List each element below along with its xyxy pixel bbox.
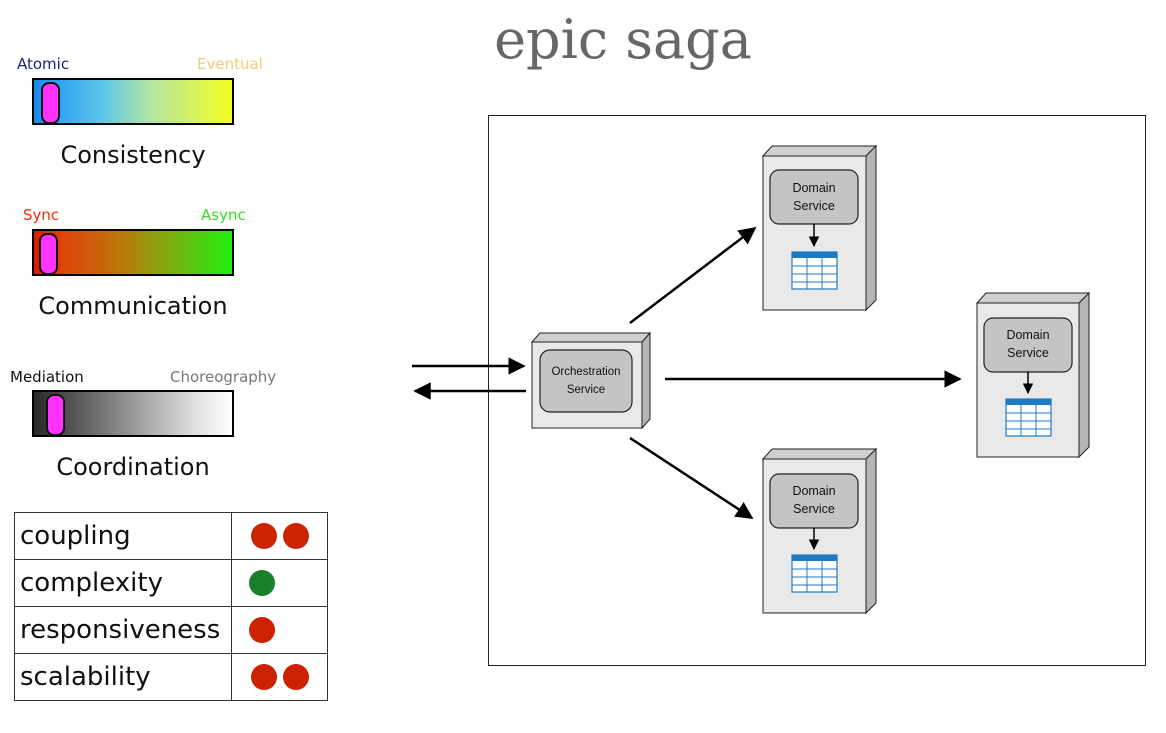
label-line: Domain: [792, 484, 836, 498]
red-dot-icon: [282, 523, 309, 549]
label-line: Service: [1007, 346, 1049, 360]
consistency-slider-thumb: [41, 82, 60, 124]
red-dot-icon: [250, 523, 277, 549]
metric-rating: [231, 606, 328, 654]
page-title: epic saga: [494, 8, 752, 71]
label-line: Service: [793, 502, 835, 516]
scale-left-label: Atomic: [17, 55, 70, 73]
domain-service-label-bottom: Domain Service: [770, 482, 858, 518]
database-table-icon: [1005, 398, 1052, 437]
scale-right-label: Choreography: [170, 368, 277, 386]
metric-rating: [231, 653, 328, 701]
red-dot-icon: [249, 617, 275, 643]
table-row: responsiveness: [14, 606, 328, 654]
coordination-gradient-bar: [32, 390, 234, 437]
metric-rating: [231, 559, 328, 607]
table-row: complexity: [14, 559, 328, 607]
coordination-slider-thumb: [46, 394, 65, 436]
metric-name: responsiveness: [14, 606, 232, 654]
label-line: Service: [566, 384, 606, 396]
arrow-to-service-top: [629, 226, 757, 324]
coordination-caption: Coordination: [56, 453, 210, 481]
arrow-to-service-bottom: [629, 436, 754, 520]
coordination-scale: Mediation Choreography Coordination: [10, 367, 310, 487]
communication-gradient-bar: [32, 229, 234, 276]
orchestration-server: [530, 331, 652, 430]
database-table-icon: [791, 554, 838, 593]
database-table-icon: [791, 251, 838, 290]
communication-caption: Communication: [38, 292, 228, 320]
metric-name: complexity: [14, 559, 232, 607]
table-row: scalability: [14, 653, 328, 701]
communication-slider-thumb: [39, 233, 58, 275]
domain-service-label-top: Domain Service: [770, 179, 858, 215]
label-line: Service: [793, 199, 835, 213]
metric-name: scalability: [14, 653, 232, 701]
label-line: Orchestration: [551, 366, 621, 378]
consistency-gradient-bar: [32, 78, 234, 125]
scale-left-label: Mediation: [10, 368, 84, 386]
orchestration-service-label: Orchestration Service: [540, 363, 632, 399]
scale-right-label: Eventual: [197, 55, 263, 73]
domain-service-label-right: Domain Service: [984, 326, 1072, 362]
metric-rating: [231, 512, 328, 560]
scale-right-label: Async: [201, 206, 246, 224]
communication-scale: Sync Async Communication: [10, 206, 270, 326]
red-dot-icon: [250, 664, 277, 690]
consistency-scale: Atomic Eventual Consistency: [17, 55, 277, 175]
consistency-caption: Consistency: [60, 141, 206, 169]
scale-left-label: Sync: [23, 206, 60, 224]
tradeoff-table: coupling complexity responsiveness scala…: [14, 512, 328, 701]
red-dot-icon: [282, 664, 309, 690]
label-line: Domain: [1006, 328, 1050, 342]
green-dot-icon: [249, 570, 275, 596]
label-line: Domain: [792, 181, 836, 195]
